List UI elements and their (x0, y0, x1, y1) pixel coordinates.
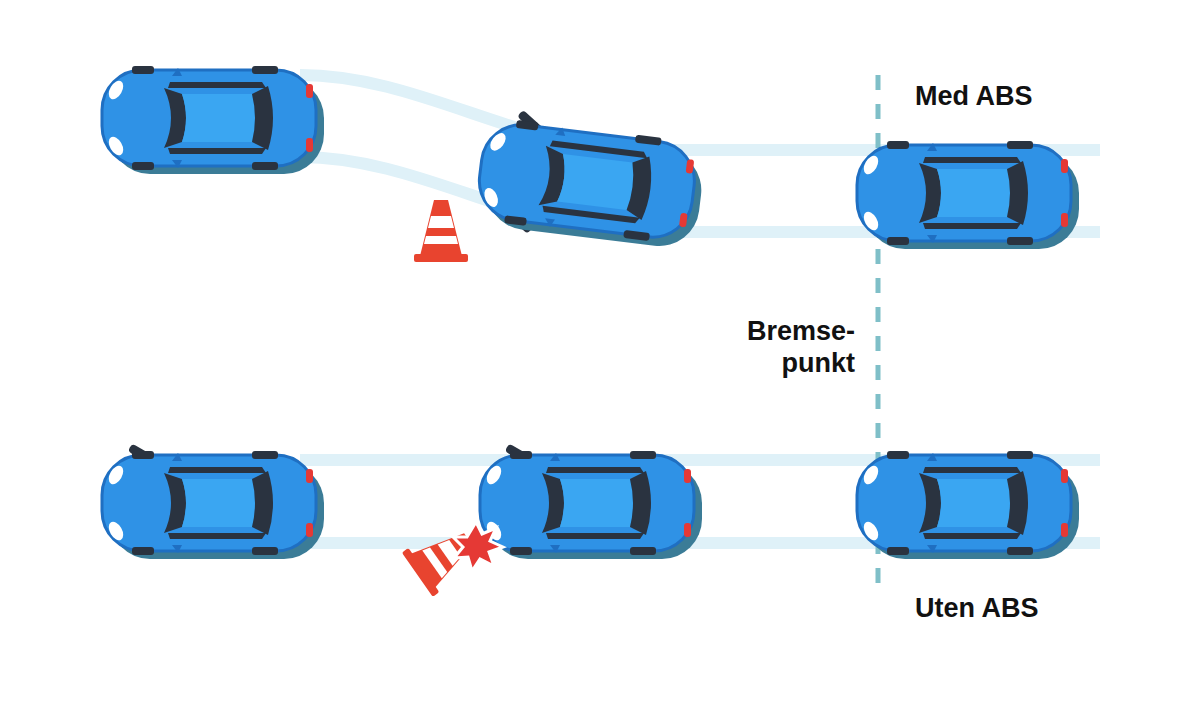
abs-on-label: Med ABS (915, 80, 1033, 112)
abs-off-label: Uten ABS (915, 592, 1039, 624)
brake-point-label: Bremse- punkt (715, 315, 855, 379)
